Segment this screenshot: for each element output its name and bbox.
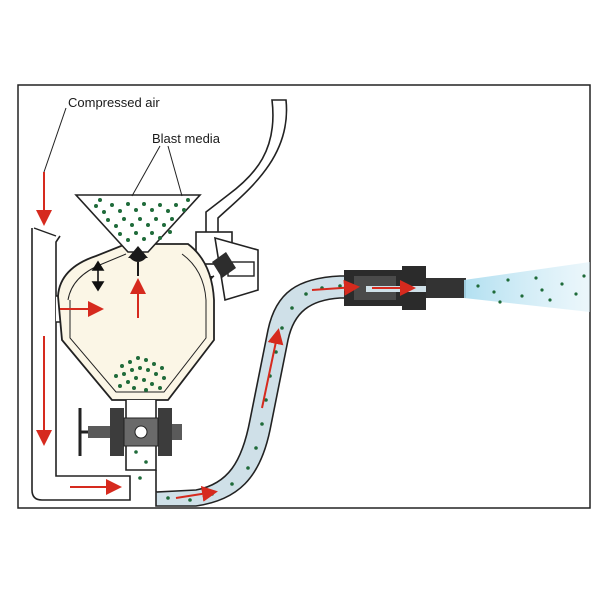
popup-valve (128, 246, 148, 276)
vessel-inner-wall (67, 253, 207, 393)
double-arrow-icon (91, 260, 105, 292)
hopper-media (94, 198, 190, 242)
metering-valve (78, 408, 182, 456)
vessel-media (114, 356, 166, 392)
spray-media (476, 274, 586, 304)
label-compressed-air: Compressed air (68, 95, 160, 110)
label-blast-media: Blast media (152, 131, 221, 146)
spray-plume (464, 262, 590, 312)
media-hopper (74, 194, 202, 253)
inlet-valve (195, 231, 259, 302)
air-flow-arrow-icon (36, 172, 416, 502)
label-leaders (43, 107, 183, 197)
